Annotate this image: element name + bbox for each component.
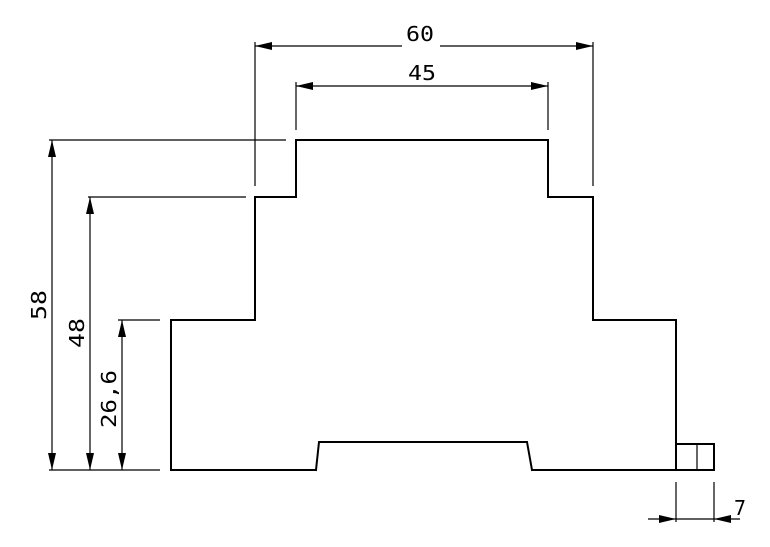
dim-step-height: 48	[65, 196, 246, 470]
label-7: 7	[734, 496, 746, 520]
outline-left-half	[170, 139, 549, 471]
label-60: 60	[406, 22, 434, 46]
dim-total-height: 58	[27, 139, 286, 470]
arrow-58-bottom	[48, 453, 56, 470]
outline-right-half	[531, 139, 677, 471]
arrow-45-left	[296, 82, 313, 90]
arrow-7-left	[659, 515, 676, 523]
arrow-60-left	[255, 42, 272, 50]
arrow-48-bottom	[86, 453, 94, 470]
dim-inner-width: 45	[295, 61, 549, 130]
label-48: 48	[65, 318, 89, 348]
dim-outer-width: 60	[254, 22, 594, 186]
arrow-45-right	[531, 82, 548, 90]
label-26-6: 26,6	[97, 370, 121, 428]
arrow-26-6-bottom	[118, 453, 126, 470]
dim-base-height: 26,6	[97, 319, 160, 470]
arrow-58-top	[48, 140, 56, 157]
din-rail-recess	[314, 441, 534, 472]
arrow-26-6-top	[118, 320, 126, 337]
arrow-60-right	[576, 42, 593, 50]
label-58: 58	[27, 290, 51, 320]
label-45: 45	[408, 61, 436, 85]
housing-outline	[170, 139, 715, 472]
arrow-48-top	[86, 197, 94, 214]
dim-tab-width: 7	[648, 482, 746, 523]
clip-tab	[675, 443, 715, 471]
arrow-7-right	[714, 515, 731, 523]
